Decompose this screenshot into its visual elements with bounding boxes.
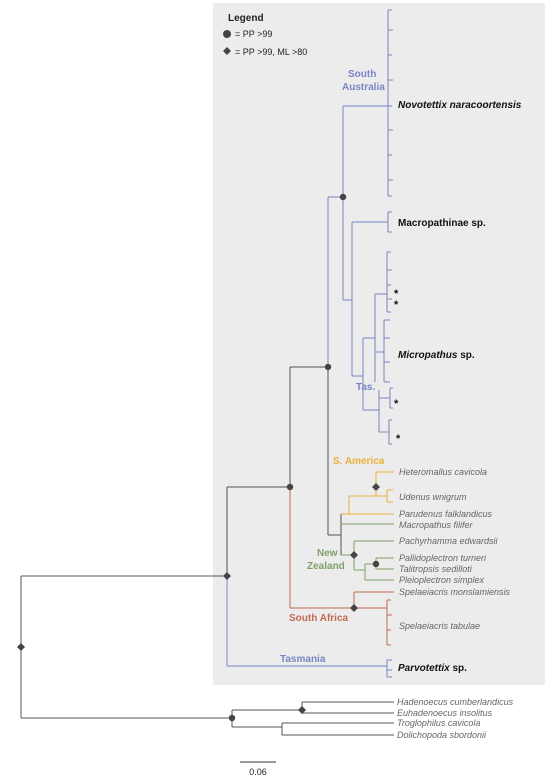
- region-label-south-australia: Australia: [342, 82, 385, 93]
- node-diamond-marker: [372, 483, 380, 491]
- node-diamond-marker: [298, 706, 306, 714]
- legend-circle-label: = PP >99: [235, 29, 272, 39]
- region-label-new-zealand: Zealand: [307, 561, 345, 572]
- clade-labels: Novotettix naracoortensis Macropathinae …: [398, 100, 522, 674]
- node-circle-marker: [339, 193, 347, 201]
- taxon-label: Hadenoecus cumberlandicus: [397, 697, 514, 707]
- asterisks: * * * *: [394, 288, 401, 445]
- region-labels: South Australia Tas. S. America New Zeal…: [280, 69, 385, 665]
- taxon-label: Talitropsis sedilloti: [399, 564, 473, 574]
- ingroup-background-panel: [213, 3, 545, 685]
- taxon-label: Pleioplectron simplex: [399, 575, 485, 585]
- nz-samerica-trunk: [327, 367, 342, 555]
- asterisk-marker: *: [394, 398, 399, 410]
- taxon-label: Pachyrhamma edwardsii: [399, 536, 499, 546]
- legend: Legend = PP >99 = PP >99, ML >80: [223, 13, 307, 57]
- legend-diamond-icon: [223, 47, 231, 55]
- legend-title: Legend: [228, 13, 264, 24]
- clade-label-parvotettix: Parvotettix sp.: [398, 663, 467, 674]
- region-label-south-australia: South: [348, 69, 376, 80]
- taxon-label: Troglophilus cavicola: [397, 718, 480, 728]
- scale-bar: 0.06: [240, 761, 276, 777]
- clade-label-novotettix: Novotettix naracoortensis: [398, 100, 522, 111]
- taxon-label: Parudenus falklandicus: [399, 509, 493, 519]
- node-circle-marker: [286, 483, 294, 491]
- clade-label-parvotettix-genus: Parvotettix: [398, 663, 450, 674]
- taxon-label: Heteromallus cavicola: [399, 467, 487, 477]
- node-diamond-marker: [17, 643, 25, 651]
- clade-label-micropathus-sp: sp.: [457, 350, 474, 361]
- legend-circle-icon: [223, 30, 231, 38]
- node-diamond-marker: [350, 604, 358, 612]
- region-label-tasmania: Tasmania: [280, 654, 326, 665]
- taxon-label: Pallidoplectron turneri: [399, 553, 487, 563]
- australia-clade-branches: [327, 9, 393, 445]
- clade-label-micropathus-genus: Micropathus: [398, 350, 458, 361]
- clade-label-macropathinae: Macropathinae sp.: [398, 218, 486, 229]
- node-circle-marker: [324, 363, 332, 371]
- clade-label-micropathus: Micropathus sp.: [398, 350, 475, 361]
- taxon-labels: Heteromallus cavicola Udenus wnigrum Par…: [397, 467, 514, 740]
- clade-label-parvotettix-sp: sp.: [450, 663, 467, 674]
- legend-diamond-label: = PP >99, ML >80: [235, 47, 307, 57]
- node-support-markers: [17, 193, 380, 722]
- taxon-label: Dolichopoda sbordonii: [397, 730, 487, 740]
- node-diamond-marker: [350, 551, 358, 559]
- node-circle-marker: [228, 714, 236, 722]
- node-diamond-marker: [223, 572, 231, 580]
- taxon-label: Euhadenoecus insolitus: [397, 708, 493, 718]
- node-circle-marker: [372, 560, 380, 568]
- region-label-tas: Tas.: [356, 382, 375, 393]
- region-label-south-america: S. America: [333, 456, 385, 467]
- region-label-new-zealand: New: [317, 548, 338, 559]
- outgroup-branches: [20, 366, 394, 736]
- scale-bar-label: 0.06: [249, 767, 267, 777]
- region-label-south-africa: South Africa: [289, 613, 349, 624]
- taxon-label: Macropathus filifer: [399, 520, 474, 530]
- taxon-label: Udenus wnigrum: [399, 492, 467, 502]
- asterisk-marker: *: [394, 299, 399, 311]
- tasmania-parvotettix-branches: [226, 576, 392, 678]
- asterisk-marker: *: [394, 288, 399, 300]
- asterisk-marker: *: [396, 433, 401, 445]
- taxon-label: Spelaeiacris tabulae: [399, 621, 480, 631]
- taxon-label: Spelaeiacris monslamiensis: [399, 587, 511, 597]
